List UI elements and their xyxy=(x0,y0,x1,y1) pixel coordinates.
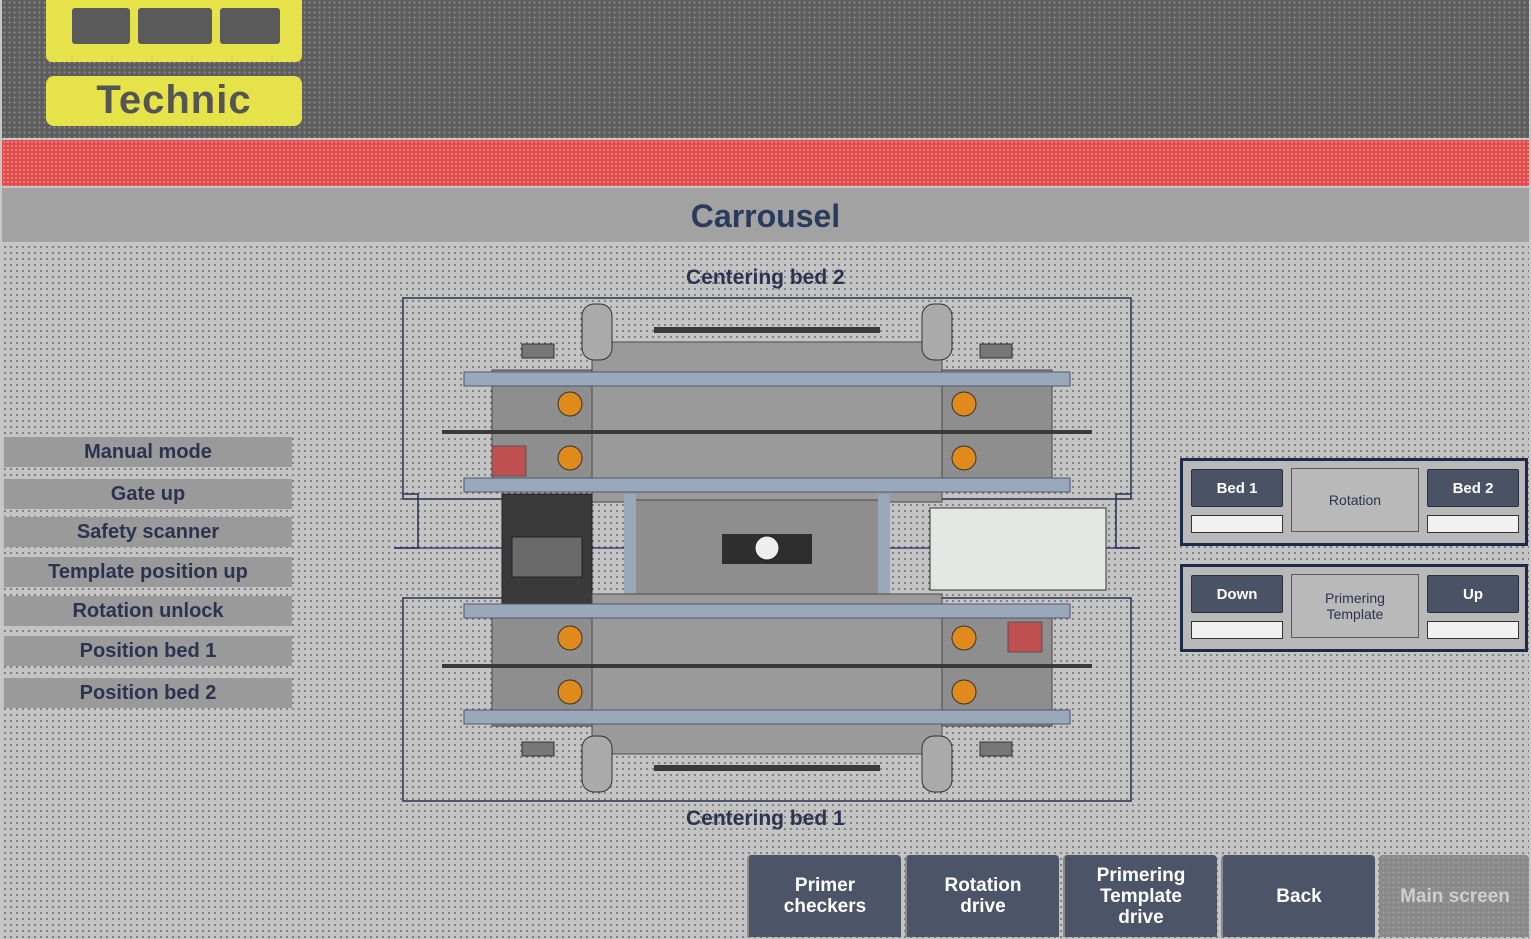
status-rotation-unlock: Rotation unlock xyxy=(4,596,292,626)
primer-checkers-button[interactable]: Primer checkers xyxy=(747,855,901,937)
logo-mark xyxy=(46,0,302,62)
template-down-indicator xyxy=(1191,621,1283,639)
status-gate-up: Gate up xyxy=(4,479,292,509)
centering-bed-2-label: Centering bed 2 xyxy=(686,266,845,289)
template-up-indicator xyxy=(1427,621,1519,639)
back-button[interactable]: Back xyxy=(1221,855,1375,937)
bed-1-indicator xyxy=(1191,515,1283,533)
page-title: Carrousel xyxy=(690,198,841,234)
template-panel: Down Primering Template Up xyxy=(1180,564,1528,652)
primering-template-drive-button[interactable]: Primering Template drive xyxy=(1063,855,1217,937)
rotation-panel: Bed 1 Rotation Bed 2 xyxy=(1180,458,1528,546)
carrousel-machine-diagram xyxy=(394,297,1140,802)
title-bar: Carrousel xyxy=(2,188,1529,242)
header-bar: Technic xyxy=(2,0,1529,138)
bed-2-button[interactable]: Bed 2 xyxy=(1427,469,1519,507)
primering-template-label: Primering Template xyxy=(1291,574,1419,638)
centering-bed-1-label: Centering bed 1 xyxy=(686,807,845,830)
rotation-drive-button[interactable]: Rotation drive xyxy=(905,855,1059,937)
status-safety-scanner: Safety scanner xyxy=(4,517,292,547)
logo-wordmark: Technic xyxy=(46,76,302,126)
bed-2-indicator xyxy=(1427,515,1519,533)
main-screen-button[interactable]: Main screen xyxy=(1379,855,1529,937)
bed-1-button[interactable]: Bed 1 xyxy=(1191,469,1283,507)
status-template-position-up: Template position up xyxy=(4,557,292,587)
alarm-bar[interactable] xyxy=(2,140,1529,186)
template-down-button[interactable]: Down xyxy=(1191,575,1283,613)
template-up-button[interactable]: Up xyxy=(1427,575,1519,613)
rotation-label: Rotation xyxy=(1291,468,1419,532)
company-logo: Technic xyxy=(46,0,302,126)
status-position-bed-2: Position bed 2 xyxy=(4,678,292,708)
status-manual-mode: Manual mode xyxy=(4,437,292,467)
status-position-bed-1: Position bed 1 xyxy=(4,636,292,666)
